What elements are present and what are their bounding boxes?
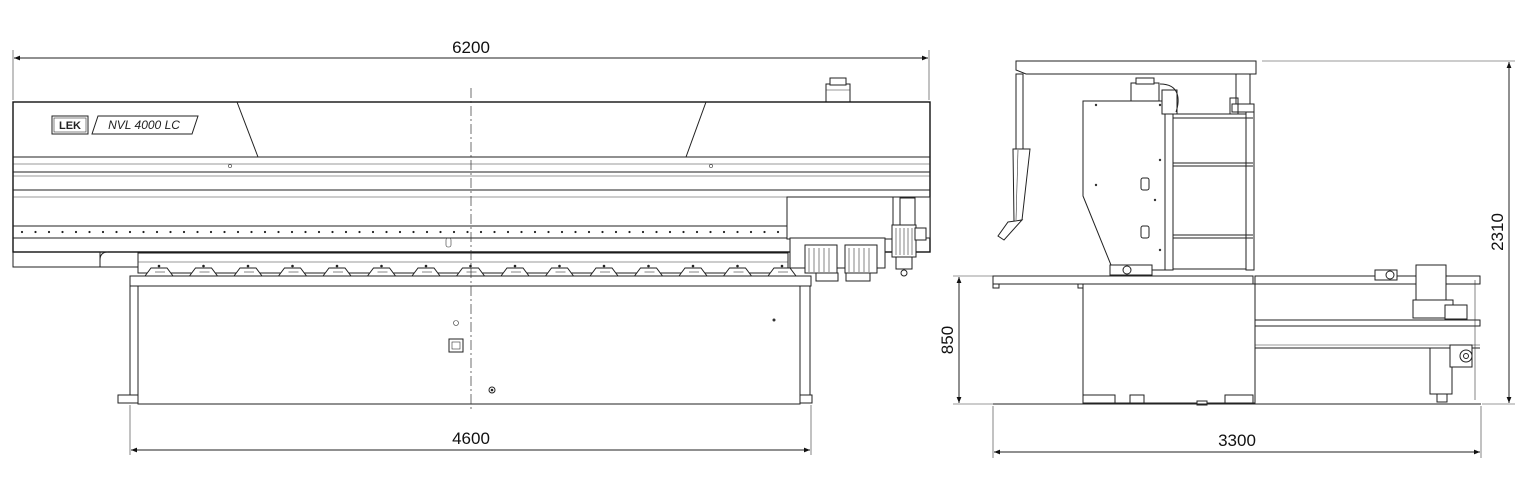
rail-bolt	[277, 230, 280, 234]
rail-bolt	[263, 230, 267, 234]
rail-bolt	[290, 230, 294, 234]
rail-bolt	[628, 230, 631, 234]
dimension-label-3300: 3300	[1218, 431, 1256, 450]
rail-bolt	[20, 230, 24, 234]
rail-bolt	[668, 230, 672, 234]
rail-bolt	[641, 230, 645, 234]
rail-bolt	[209, 230, 213, 234]
dimension-3300: 3300	[992, 406, 1482, 458]
dimension-label-2310: 2310	[1488, 213, 1507, 251]
rail-bolt	[506, 230, 510, 234]
back-gauge	[1254, 264, 1481, 403]
rail-bolt	[776, 230, 780, 234]
rear-frame	[1172, 111, 1255, 271]
brand-logo: LEK	[59, 120, 81, 132]
rail-bolt	[34, 230, 37, 234]
rail-bolt	[128, 230, 132, 234]
rail-bolt	[101, 230, 105, 234]
rail-bolt	[425, 230, 429, 234]
dimension-4600: 4600	[129, 405, 812, 455]
dimension-label-850: 850	[938, 326, 957, 354]
rail-bolt	[560, 230, 564, 234]
side-housing	[1082, 77, 1179, 271]
rail-bolt	[452, 230, 456, 234]
rail-bolt	[722, 230, 726, 234]
rail-bolt	[169, 230, 172, 234]
front-view: 6200 LEK	[12, 38, 931, 455]
rail-bolt	[358, 230, 361, 234]
rail-bolt	[749, 230, 753, 234]
rail-bolt	[587, 230, 591, 234]
rail-bolt	[682, 230, 685, 234]
rail-bolt	[115, 230, 118, 234]
rail-bolt	[88, 230, 91, 234]
rail-bolt	[533, 230, 537, 234]
model-name: NVL 4000 LC	[108, 118, 180, 132]
rail-bolt	[601, 230, 604, 234]
rail-bolt	[439, 230, 442, 234]
dimension-2310: 2310	[1262, 60, 1515, 405]
rail-bolt	[709, 230, 712, 234]
upper-beam	[12, 101, 931, 253]
rail-bolt	[74, 230, 78, 234]
hold-down-clamp	[589, 264, 619, 277]
dimension-850: 850	[938, 275, 993, 405]
rail-bolt	[398, 230, 402, 234]
base-frame	[117, 275, 813, 405]
rail-bolt	[736, 230, 739, 234]
rail-bolt	[412, 230, 415, 234]
rail-bolt	[385, 230, 388, 234]
top-bracket	[1015, 60, 1257, 117]
rail-bolt	[47, 230, 51, 234]
rail-bolt	[142, 230, 145, 234]
valve-blocks	[789, 237, 886, 282]
rail-bolt	[574, 230, 577, 234]
rail-bolt	[344, 230, 348, 234]
blade-beam	[12, 251, 789, 274]
rail-bolt	[182, 230, 186, 234]
rail-bolt	[479, 230, 483, 234]
dimension-label-6200: 6200	[452, 38, 490, 57]
rail-bolt	[655, 230, 658, 234]
rail-bolt	[223, 230, 226, 234]
rail-bolt	[196, 230, 199, 234]
dotted-rail	[20, 230, 780, 234]
control-pendant	[997, 73, 1031, 241]
rail-bolt	[695, 230, 699, 234]
rail-bolt	[520, 230, 523, 234]
rail-bolt	[614, 230, 618, 234]
rail-bolt	[331, 230, 334, 234]
rail-bolt	[250, 230, 253, 234]
rail-bolt	[493, 230, 496, 234]
brand-plate: LEK NVL 4000 LC	[51, 115, 199, 135]
rail-bolt	[466, 230, 469, 234]
rail-bolt	[317, 230, 321, 234]
right-block	[786, 196, 931, 277]
hold-down-clamp	[678, 264, 708, 277]
rail-bolt	[155, 230, 159, 234]
dimension-6200: 6200	[12, 38, 930, 100]
rail-bolt	[371, 230, 375, 234]
rail-bolt	[61, 230, 64, 234]
rail-bolt	[304, 230, 307, 234]
hold-down-clamps	[144, 264, 797, 277]
rail-bolt	[236, 230, 240, 234]
top-cylinder	[825, 77, 851, 103]
side-base	[992, 275, 1256, 406]
rail-bolt	[763, 230, 766, 234]
side-view: 850 2310 3300	[938, 60, 1515, 458]
dimension-label-4600: 4600	[452, 429, 490, 448]
rail-bolt	[547, 230, 550, 234]
